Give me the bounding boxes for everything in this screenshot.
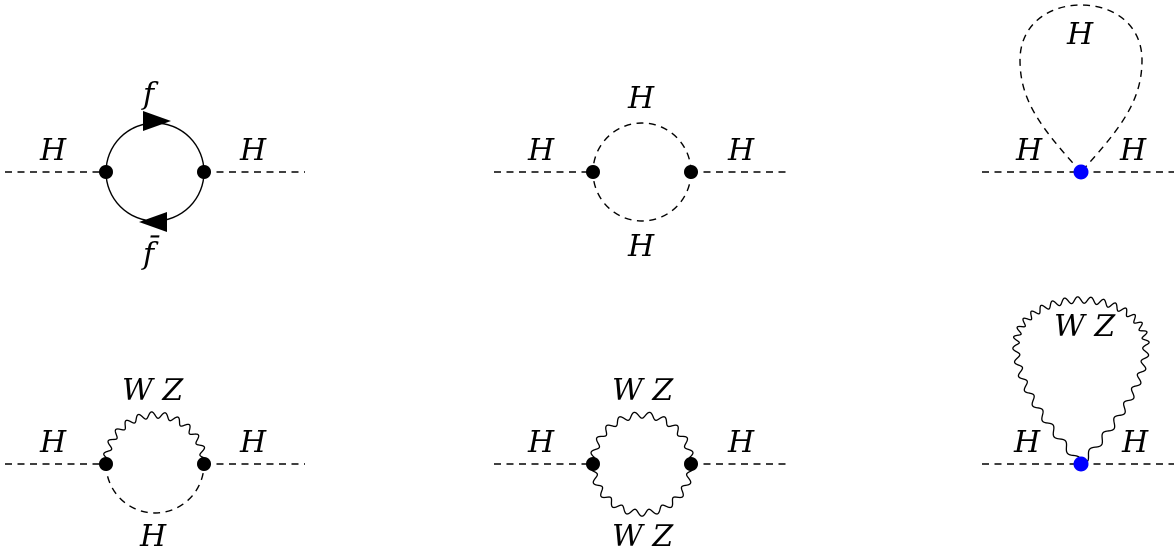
gauge-boson-upper-arc [103,411,208,465]
vertex-left [99,457,113,471]
fermion-arrow-top [143,111,171,131]
label-right: H [239,425,267,460]
label-right: H [727,425,755,460]
contact-vertex [1073,164,1089,180]
label-bottom: H [139,519,167,552]
label-bottom: W Z [612,519,674,552]
label-left: H [1015,133,1043,168]
gauge-boson-loop [589,411,695,517]
label-top: H [627,81,655,116]
label-bottom: f̄ [141,234,160,272]
vertex-right [684,165,698,179]
contact-vertex [1073,456,1089,472]
diagram-higgs-tadpole: H H H [982,4,1174,180]
fermion-arrow-bottom [139,212,167,232]
vertex-right [197,457,211,471]
label-bottom: H [627,229,655,264]
label-right: H [1121,425,1149,460]
diagram-higgs-loop: H H H H [494,81,790,264]
vertex-right [684,457,698,471]
label-right: H [727,133,755,168]
fermion-loop [105,122,205,222]
higgs-tadpole-loop [1019,4,1143,174]
label-left: H [39,425,67,460]
diagram-mixed-loop: H H W Z H [5,373,305,552]
vertex-left [586,165,600,179]
label-right: H [239,133,267,168]
diagram-gauge-tadpole: H H W Z [982,296,1174,472]
label-left: H [527,425,555,460]
label-loop: W Z [1054,309,1116,344]
label-loop: H [1066,17,1094,52]
label-left: H [39,133,67,168]
label-top: f [141,77,159,112]
diagram-fermion-loop: H H f f̄ [5,77,305,272]
higgs-lower-arc [105,463,205,514]
label-right: H [1119,133,1147,168]
gauge-tadpole-loop [1012,296,1150,465]
label-top: W Z [612,373,674,408]
vertex-left [99,165,113,179]
higgs-loop [592,122,692,222]
diagram-gauge-loop: H H W Z W Z [494,373,790,552]
vertex-right [197,165,211,179]
label-left: H [527,133,555,168]
label-left: H [1013,425,1041,460]
label-top: W Z [122,373,184,408]
vertex-left [586,457,600,471]
